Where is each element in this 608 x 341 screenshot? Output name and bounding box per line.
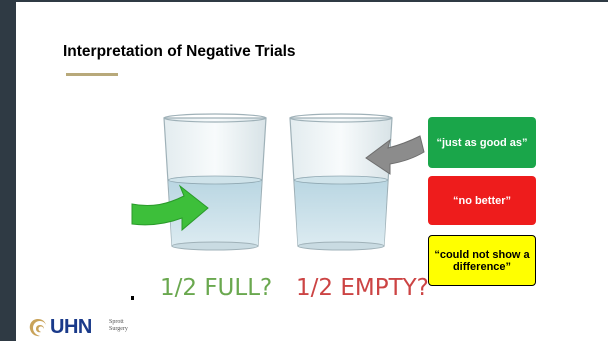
slide-left-border bbox=[0, 0, 16, 341]
text-cursor-mark bbox=[131, 296, 134, 300]
slide-title: Interpretation of Negative Trials bbox=[63, 43, 296, 60]
logo-subtitle: Sprott Surgery bbox=[109, 319, 128, 333]
callout-could-not-show-difference: “could not show a difference” bbox=[428, 235, 536, 286]
half-full-half-empty-figure: 1/2 FULL? 1/2 EMPTY? bbox=[131, 113, 429, 301]
uhn-swirl-icon bbox=[29, 319, 46, 337]
gray-arrow-icon bbox=[365, 135, 425, 175]
right-glass bbox=[289, 113, 393, 251]
slide-top-border bbox=[0, 0, 608, 2]
left-glass bbox=[163, 113, 267, 251]
title-underline bbox=[66, 73, 118, 76]
logo-text: UHN bbox=[50, 316, 92, 338]
callout-just-as-good-as: “just as good as” bbox=[428, 117, 536, 168]
logo-subtitle-line1: Sprott bbox=[109, 319, 124, 325]
uhn-sprott-surgery-logo: UHN Sprott Surgery bbox=[28, 316, 148, 340]
green-arrow-icon bbox=[131, 184, 209, 232]
callout-no-better: “no better” bbox=[428, 176, 536, 225]
right-glass-caption: 1/2 EMPTY? bbox=[296, 275, 429, 301]
left-glass-caption: 1/2 FULL? bbox=[160, 275, 272, 301]
logo-subtitle-line2: Surgery bbox=[109, 326, 128, 332]
